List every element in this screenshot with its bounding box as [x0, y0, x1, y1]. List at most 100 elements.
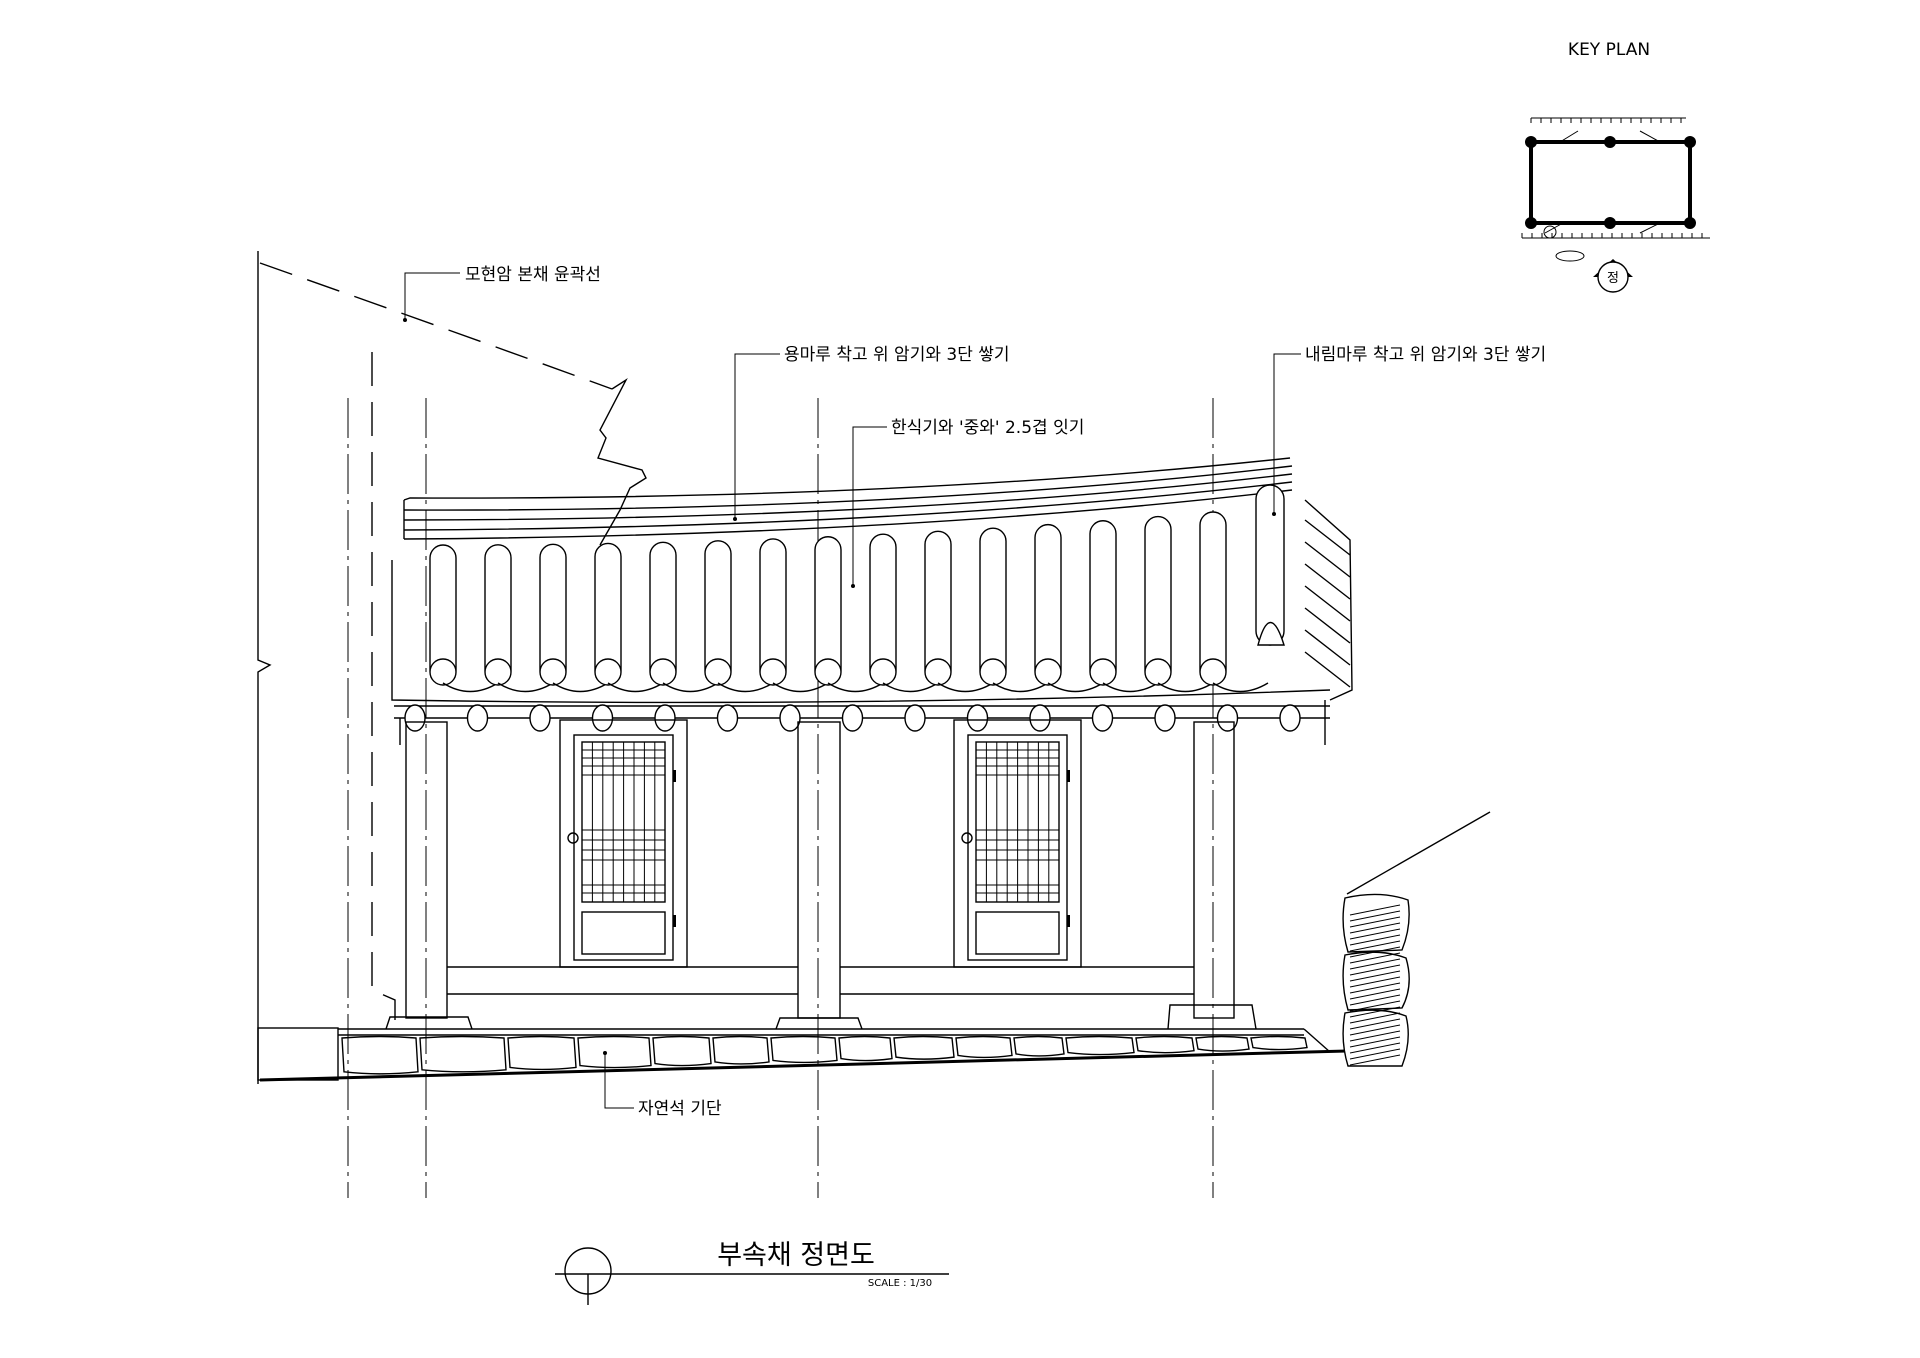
hatch [1349, 904, 1401, 916]
column [1193, 721, 1235, 1019]
hip-tile [1304, 541, 1351, 578]
tile-end [1144, 658, 1172, 686]
rafter-end [591, 704, 614, 732]
tile-scallop [552, 682, 609, 693]
hatch [1349, 952, 1401, 964]
roof-tile [1199, 511, 1227, 684]
roof [391, 457, 1353, 745]
stone [1013, 1035, 1065, 1057]
tile-end [649, 658, 677, 686]
rafter-end [1091, 704, 1114, 732]
structure [259, 719, 1491, 1082]
door-bottom-panel [581, 911, 666, 955]
tile-end [979, 658, 1007, 686]
tile-end [869, 658, 897, 686]
door-frame [953, 719, 1082, 968]
stone [838, 1035, 893, 1062]
hatch [1349, 994, 1401, 1006]
main-building-outline [257, 251, 647, 1084]
hatch [1349, 1036, 1401, 1048]
hatch [1349, 1018, 1401, 1030]
hip-tile [1304, 651, 1351, 688]
stone [893, 1035, 955, 1060]
stone [507, 1035, 577, 1071]
hatch [1349, 934, 1401, 946]
stone [652, 1035, 712, 1067]
hatch [1349, 946, 1401, 958]
rafter-end [716, 704, 739, 732]
tile-scallop [662, 682, 719, 693]
hip-tile [1304, 519, 1351, 556]
hatch [1349, 916, 1401, 928]
door-handle [567, 832, 579, 844]
column [405, 721, 448, 1019]
tile-scallop [1102, 682, 1159, 693]
tile-scallop [827, 682, 884, 693]
hatch [1349, 988, 1401, 1000]
door-bottom-panel [975, 911, 1060, 955]
stone [419, 1035, 507, 1073]
stone [955, 1035, 1013, 1059]
drawing-title: 부속채 정면도 [717, 1240, 875, 1271]
hinge [673, 915, 676, 927]
hatch [1349, 1024, 1401, 1036]
hatch [1349, 1042, 1401, 1054]
rafter-end [529, 704, 551, 732]
label-ridge: 용마루 착고 위 암기와 3단 쌓기 [784, 345, 1010, 365]
label-foundation: 자연석 기단 [638, 1099, 722, 1119]
rafter-end [1279, 704, 1301, 732]
tile-end [429, 658, 457, 686]
hatch [1349, 940, 1401, 952]
door-panel [573, 734, 674, 961]
hatch [1349, 1054, 1401, 1066]
label-roof-tiles: 한식기와 '중와' 2.5겹 잇기 [891, 418, 1084, 438]
tile-end [814, 658, 842, 686]
hip-tile [1304, 607, 1351, 644]
tile-scallop [607, 682, 664, 693]
hatch [1349, 922, 1401, 934]
tile-scallop [497, 682, 554, 693]
hatch [1349, 970, 1401, 982]
tile-scallop [882, 682, 939, 693]
front-mark-label: 정 [1607, 271, 1619, 286]
tile-end [1089, 658, 1117, 686]
hatch [1349, 1012, 1401, 1024]
hatch [1349, 910, 1401, 922]
hatch [1349, 928, 1401, 940]
stone [1250, 1035, 1308, 1051]
hinge [673, 770, 676, 782]
stone [770, 1035, 838, 1064]
hip-tile [1304, 629, 1351, 666]
rafter-end [404, 704, 426, 732]
hinge [1067, 770, 1070, 782]
hatch [1349, 1000, 1401, 1012]
door-frame [559, 719, 688, 968]
stone [1135, 1035, 1195, 1054]
tile-end [539, 658, 567, 686]
tile-end [759, 658, 787, 686]
tile-scallop [937, 682, 994, 693]
hinge [1067, 915, 1070, 927]
stone [1195, 1035, 1250, 1052]
rafter-end [904, 704, 926, 732]
stone [577, 1035, 652, 1069]
hatch [1349, 982, 1401, 994]
hatch [1349, 1048, 1401, 1060]
foundation-stones [341, 1035, 1308, 1075]
tile-end [484, 658, 512, 686]
rafter-end [1029, 704, 1051, 732]
door-panel [967, 734, 1068, 961]
hip-tile [1304, 585, 1351, 622]
hatch [1349, 958, 1401, 970]
hatch [1349, 1030, 1401, 1042]
hatch [1349, 976, 1401, 988]
rafter-ends [404, 704, 1301, 732]
roof-edge [391, 560, 1331, 704]
hatch [1349, 964, 1401, 976]
tile-scallop [442, 682, 499, 693]
title-block: 부속채 정면도 SCALE : 1/30 [555, 1240, 949, 1305]
drawing-scale: SCALE : 1/30 [868, 1278, 932, 1289]
column [797, 721, 841, 1019]
tile-scallop [1157, 682, 1214, 693]
